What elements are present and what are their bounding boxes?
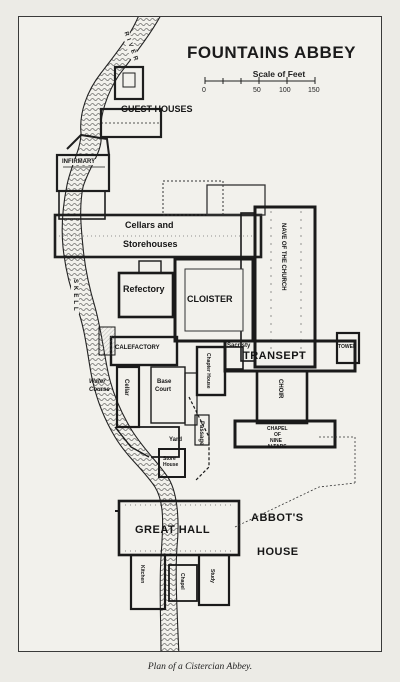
label-skell: SKELL bbox=[71, 279, 79, 314]
chapel-of-nine-altars bbox=[233, 419, 356, 483]
label-yard: Yard bbox=[169, 437, 183, 443]
label-tower: TOWER bbox=[338, 344, 357, 350]
label-chapel: Chapel bbox=[179, 573, 185, 590]
label-nave-of-the-church: NAVE OF THE CHURCH bbox=[280, 223, 286, 291]
scale-tick-label: 150 bbox=[308, 87, 320, 94]
label-kitchen: Kitchen bbox=[139, 565, 145, 584]
label-base: Base bbox=[157, 379, 172, 385]
abbey-ground-plan bbox=[53, 17, 361, 651]
choir bbox=[255, 369, 309, 425]
cloister bbox=[173, 257, 255, 343]
label-infirmary: INFIRMARY bbox=[61, 159, 97, 165]
guest-houses bbox=[99, 65, 163, 139]
infirmary bbox=[55, 133, 111, 220]
label-choir: CHOIR bbox=[277, 379, 283, 399]
label-cellar: Cellar bbox=[123, 379, 129, 396]
scale-bar bbox=[204, 77, 316, 84]
label-store: Store bbox=[163, 456, 176, 462]
label-chapter-house: Chapter House bbox=[205, 353, 211, 389]
calefactory bbox=[98, 326, 179, 367]
label-cellars-and: Cellars and bbox=[125, 220, 174, 230]
scale-label: Scale of Feet bbox=[252, 69, 306, 79]
scale-tick-label: 100 bbox=[279, 87, 291, 94]
label-chapel-of-nine-altars-4: ALTARS bbox=[267, 444, 287, 450]
label-transept: TRANSEPT bbox=[243, 350, 307, 362]
label-calefactory: CALEFACTORY bbox=[115, 345, 160, 351]
label-study: Study bbox=[209, 569, 215, 583]
label-house: House bbox=[163, 462, 179, 468]
scale-tick-label: 0 bbox=[202, 87, 206, 94]
label-abbots-house: HOUSE bbox=[257, 546, 299, 558]
outer-court-walls bbox=[162, 180, 266, 216]
label-sacristy: Sacristy bbox=[227, 343, 251, 349]
label-guest-houses: GUEST HOUSES bbox=[121, 104, 193, 114]
label-water: Water bbox=[89, 379, 106, 385]
cellars-storehouses bbox=[53, 213, 263, 259]
label-court: Court bbox=[155, 387, 171, 393]
label-chapel-of-nine-altars-1: CHAPEL bbox=[267, 426, 288, 432]
label-chapel-of-nine-altars-2: OF bbox=[274, 432, 281, 438]
label-cloister: CLOISTER bbox=[187, 294, 233, 304]
figure-caption: Plan of a Cistercian Abbey. bbox=[147, 662, 253, 672]
plan-plate: FOUNTAINS ABBEY Scale of Feet 0 50 100 1… bbox=[18, 16, 382, 652]
label-abbots: ABBOT'S bbox=[251, 512, 304, 524]
label-refectory: Refectory bbox=[123, 284, 165, 294]
label-passage: Passage bbox=[198, 421, 204, 446]
label-chapel-of-nine-altars-3: NINE bbox=[270, 438, 282, 444]
refectory bbox=[117, 260, 175, 319]
chapter-house bbox=[195, 345, 244, 397]
label-great-hall: GREAT HALL bbox=[135, 524, 211, 536]
scale-tick-label: 50 bbox=[253, 87, 261, 94]
label-storehouses: Storehouses bbox=[123, 239, 178, 249]
lower-ranges bbox=[114, 365, 210, 482]
river-skell bbox=[61, 17, 180, 651]
map-title: FOUNTAINS ABBEY bbox=[187, 43, 356, 62]
abbots-house-complex bbox=[115, 482, 356, 611]
label-course: Course bbox=[89, 387, 110, 393]
